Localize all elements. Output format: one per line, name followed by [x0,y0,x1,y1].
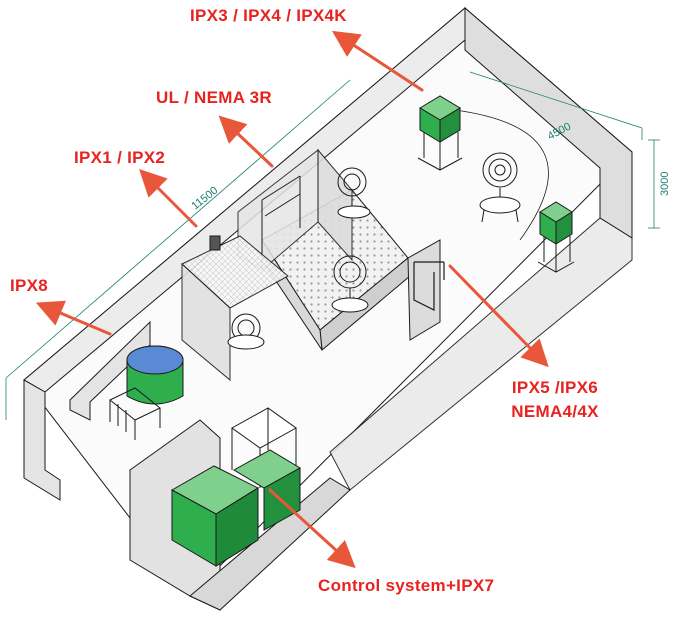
dimension-length: 11500 [189,185,220,213]
arrow-ipx8 [35,300,112,336]
platform-turntable-back [337,167,371,219]
arrow-ipx34 [331,30,424,92]
arrow-ipx56 [448,264,549,368]
label-ipx5-ipx6: IPX5 /IPX6 [511,378,599,397]
label-ul-nema3r: UL / NEMA 3R [156,88,273,107]
label-control-system-ipx7: Control system+IPX7 [318,576,495,595]
arrow-control-ipx7 [268,488,356,569]
label-ipx8: IPX8 [10,276,49,295]
oscillating-tube-arc [454,109,549,241]
ipx56-green-cabinet [537,201,575,273]
ipx56-nozzle-stand [413,261,445,311]
ipx12-drip-chamber [181,235,289,382]
control-system-cabinets [170,407,301,567]
front-wall-right [329,217,633,491]
arrow-ipx12 [139,169,198,228]
label-ipx1-ipx2: IPX1 / IPX2 [74,148,166,167]
dimension-height: 3000 [659,172,671,196]
ipx34-turntable [479,152,521,223]
callout-arrows [35,30,549,569]
ipx8-partition [69,320,151,421]
arrow-ul-nema3r [218,115,274,168]
platform-turntable-front [331,255,369,313]
ipx34-green-cabinet [417,95,463,171]
label-nema4-4x: NEMA4/4X [511,402,599,421]
label-ipx3-ipx4-ipx4k: IPX3 / IPX4 / IPX4K [190,6,347,25]
dimension-lines [5,71,660,420]
left-end-wall [23,379,61,501]
ipx8-pressure-tank [109,345,184,440]
